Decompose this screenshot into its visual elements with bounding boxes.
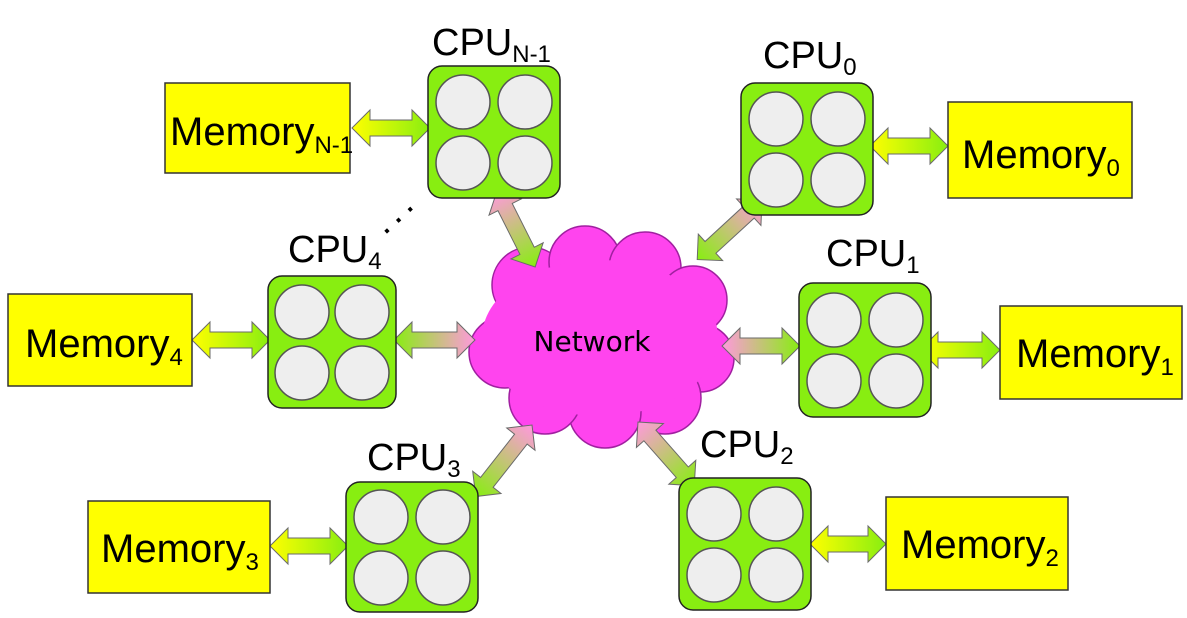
memory-0: Memory0 <box>947 101 1133 199</box>
cpu-subscript: 4 <box>368 248 381 275</box>
memory-subscript: 3 <box>245 549 258 576</box>
cpu-core <box>334 345 390 401</box>
cpu-1 <box>798 282 932 418</box>
memory-subscript: 4 <box>169 344 182 371</box>
memory-4: Memory4 <box>7 293 193 387</box>
network-link-4 <box>393 320 476 360</box>
memory-box <box>87 500 271 594</box>
network-link-n-1 <box>488 190 545 268</box>
memory-box <box>7 293 193 387</box>
cpu-3 <box>345 481 479 613</box>
cpu-4 <box>267 275 397 409</box>
memory-label: Memory <box>170 110 314 154</box>
cpu-label: CPU <box>700 424 780 466</box>
memory-subscript: 0 <box>1106 155 1119 182</box>
svg-text:Memory0: Memory0 <box>962 133 1120 182</box>
svg-text:CPU0: CPU0 <box>763 35 857 81</box>
cpu-subscript: N-1 <box>512 41 551 68</box>
memory-n-1: MemoryN-1 <box>164 82 353 174</box>
cpu-core <box>748 486 804 542</box>
cpu-chips <box>267 65 932 613</box>
network-cloud: Network <box>468 225 735 449</box>
memory-link-n-1 <box>351 108 431 148</box>
memory-2: Memory2 <box>885 496 1069 591</box>
memory-link-0 <box>869 126 949 166</box>
memory-link-4 <box>191 320 271 360</box>
cpu-core <box>748 547 804 603</box>
memory-label: Memory <box>962 133 1106 177</box>
memory-1: Memory1 <box>999 305 1183 400</box>
cpu-labels: CPUN-1 CPU0 CPU4 CPU1 CPU3 CPU2 <box>288 22 920 483</box>
cpu-core <box>806 292 862 348</box>
cpu-core <box>748 91 804 147</box>
memory-label: Memory <box>101 527 245 571</box>
memory-box <box>164 82 351 174</box>
ellipsis-dots: · · · <box>374 195 424 245</box>
cpu-core <box>274 284 330 340</box>
memory-subscript: 2 <box>1045 545 1058 572</box>
svg-text:Memory2: Memory2 <box>901 523 1059 572</box>
cpu-2 <box>678 477 812 611</box>
cpu-core <box>806 353 862 409</box>
cpu-label: CPU <box>288 229 368 271</box>
memory-link-3 <box>269 526 349 566</box>
cpu-core <box>686 486 742 542</box>
cpu-subscript: 0 <box>843 54 856 81</box>
cpu-core <box>686 547 742 603</box>
memory-box <box>885 496 1069 591</box>
svg-text:CPUN-1: CPUN-1 <box>432 22 551 68</box>
cpu-core <box>810 152 866 208</box>
cpu-core <box>497 74 553 130</box>
svg-text:Memory1: Memory1 <box>1016 332 1174 381</box>
memory-link-2 <box>809 524 887 564</box>
svg-text:CPU3: CPU3 <box>367 437 461 483</box>
cpu-core <box>497 135 553 191</box>
memory-label: Memory <box>1016 332 1160 376</box>
cpu-label: CPU <box>367 437 447 479</box>
svg-text:MemoryN-1: MemoryN-1 <box>170 110 353 159</box>
cpu-core <box>435 135 491 191</box>
memory-3: Memory3 <box>87 500 271 594</box>
cpu-label: CPU <box>826 233 906 275</box>
cpu-core <box>868 353 924 409</box>
cpu-label: CPU <box>432 22 512 64</box>
memory-box <box>947 101 1133 199</box>
svg-text:Memory4: Memory4 <box>25 322 183 371</box>
svg-text:CPU4: CPU4 <box>288 229 382 275</box>
memory-subscript: 1 <box>1160 354 1173 381</box>
cpu-core <box>435 74 491 130</box>
network-label: Network <box>534 325 652 358</box>
cpu-0 <box>740 82 874 216</box>
cpu-core <box>334 284 390 340</box>
cpu-subscript: 1 <box>906 252 919 279</box>
svg-text:CPU2: CPU2 <box>700 424 794 470</box>
cpu-n-1 <box>427 65 561 199</box>
svg-text:CPU1: CPU1 <box>826 233 920 279</box>
cpu-core <box>415 550 471 606</box>
cpu-label: CPU <box>763 35 843 77</box>
memory-label: Memory <box>25 322 169 366</box>
cpu-core <box>868 292 924 348</box>
memory-link-1 <box>919 330 1001 370</box>
memory-box <box>999 305 1183 400</box>
cloud-core <box>482 260 718 416</box>
cpu-core <box>353 550 409 606</box>
cpu-subscript: 2 <box>780 443 793 470</box>
memory-subscript: N-1 <box>314 132 353 159</box>
cpu-core <box>353 489 409 545</box>
svg-text:Memory3: Memory3 <box>101 527 259 576</box>
memory-boxes: MemoryN-1 Memory0 Memory4 Memory1 Memory… <box>7 82 1183 594</box>
memory-label: Memory <box>901 523 1045 567</box>
cpu-core <box>415 489 471 545</box>
cpu-subscript: 3 <box>447 456 460 483</box>
cpu-core <box>274 345 330 401</box>
cpu-core <box>748 152 804 208</box>
cpu-core <box>810 91 866 147</box>
